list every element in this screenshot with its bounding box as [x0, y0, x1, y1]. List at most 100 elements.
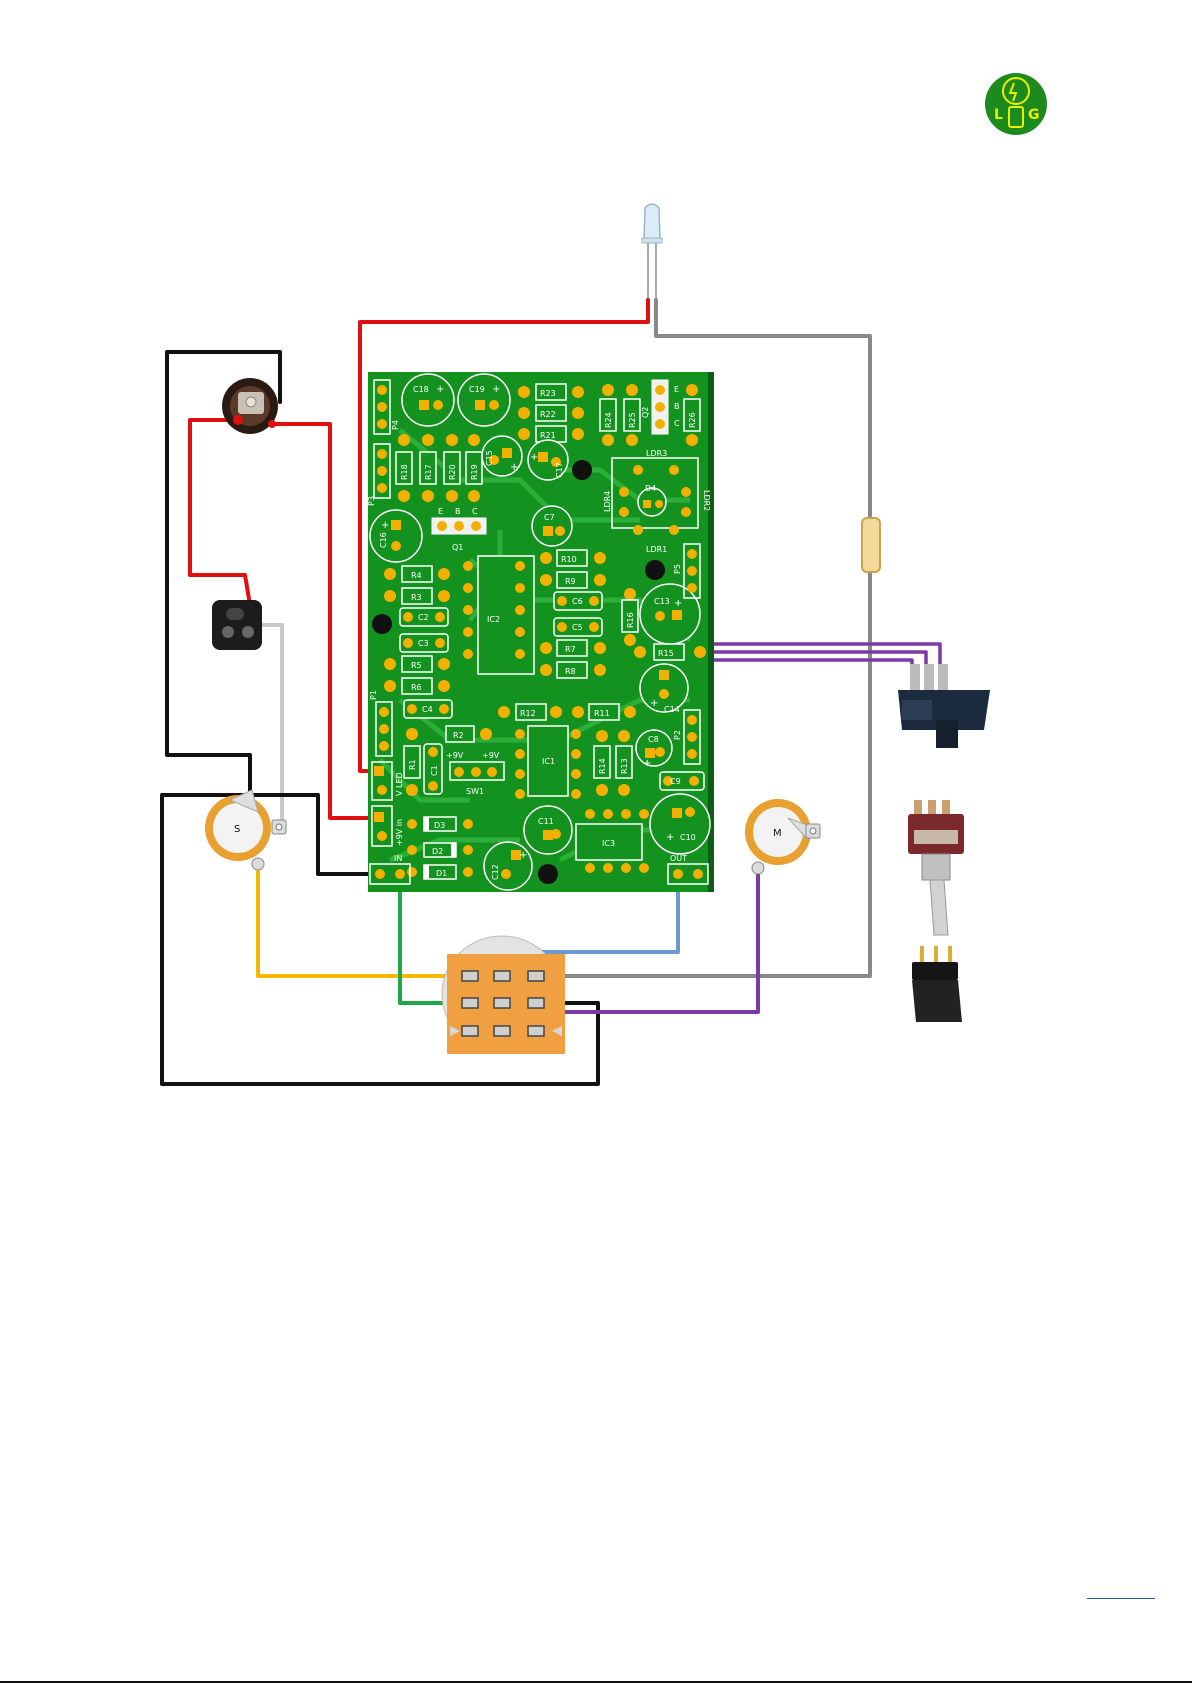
ldr-block: LDR3 LDR4 LDR2 LDR1: [603, 449, 711, 554]
resistor-r3: R3: [384, 587, 450, 605]
ecap-c9: C9: [659, 771, 705, 791]
svg-text:R22: R22: [540, 410, 556, 419]
svg-text:R14: R14: [598, 758, 607, 774]
svg-text:R16: R16: [626, 612, 635, 628]
svg-text:P2: P2: [673, 730, 682, 740]
resistor-r26: R26: [683, 384, 701, 446]
svg-text:C5: C5: [572, 623, 583, 632]
resistor-r2: R2: [406, 725, 492, 743]
ecap-c16: C16+: [369, 509, 423, 563]
svg-text:C18: C18: [413, 385, 429, 394]
svg-text:C4: C4: [422, 705, 433, 714]
svg-text:LDR1: LDR1: [646, 545, 667, 554]
resistor-r18: R18: [395, 434, 413, 502]
resistor-r25: R25: [623, 384, 641, 446]
diode-d3: D3: [407, 816, 473, 832]
ecap-c8: C8+: [635, 729, 673, 769]
svg-text:R10: R10: [561, 555, 577, 564]
svg-text:R23: R23: [540, 389, 556, 398]
svg-text:IC3: IC3: [602, 839, 615, 848]
cap-c4: C4: [403, 699, 453, 719]
cap-c2: C2: [399, 607, 449, 627]
svg-text:IN: IN: [394, 854, 402, 863]
svg-text:C7: C7: [544, 513, 555, 522]
svg-text:1: 1: [361, 485, 370, 490]
toggle-switch: [908, 800, 964, 936]
svg-text:R19: R19: [470, 464, 479, 480]
resistor-r9: R9: [540, 571, 606, 589]
output-jack-label: M: [773, 828, 782, 839]
pot-p2: P2: [673, 709, 701, 765]
svg-text:V LED: V LED: [395, 772, 404, 796]
pot-p5: P5: [673, 543, 701, 599]
resistor-r12: R12: [498, 703, 562, 721]
resistor-r5: R5: [384, 655, 450, 673]
svg-text:R25: R25: [628, 412, 637, 428]
svg-text:R9: R9: [565, 577, 576, 586]
io-pads: V LED +9V in IN OUT: [369, 761, 709, 885]
svg-text:R5: R5: [411, 661, 422, 670]
svg-text:C10: C10: [680, 833, 696, 842]
svg-text:R1: R1: [408, 759, 417, 770]
svg-text:C: C: [472, 507, 478, 516]
resistor-r19: R19: [465, 434, 483, 502]
logo-letter-g: G: [1028, 107, 1040, 123]
resistor-r10: R10: [540, 549, 606, 567]
svg-text:C16: C16: [379, 532, 388, 548]
svg-text:P1: P1: [369, 690, 378, 700]
led-resistor: [861, 517, 881, 573]
svg-text:+: +: [492, 384, 500, 395]
resistor-r8: R8: [540, 661, 606, 679]
svg-text:P4: P4: [391, 420, 400, 430]
svg-text:+: +: [674, 598, 682, 609]
svg-text:B: B: [674, 402, 680, 411]
resistor-r4: R4: [384, 565, 450, 583]
svg-text:C: C: [674, 419, 680, 428]
resistor-r21: R21: [518, 425, 584, 443]
svg-text:R18: R18: [400, 464, 409, 480]
ecap-c7: C7: [531, 505, 573, 547]
page-rule: [1087, 1598, 1155, 1599]
svg-text:D1: D1: [436, 869, 447, 878]
ecap-c15: C15+: [481, 435, 523, 477]
svg-text:C9: C9: [670, 777, 681, 786]
svg-text:LDR4: LDR4: [603, 491, 612, 512]
transistor-q2: E B C Q2: [641, 379, 680, 435]
input-jack-label: S: [234, 824, 240, 835]
ecap-c10: C10+: [649, 793, 711, 855]
resistor-r17: R17: [419, 434, 437, 502]
ecap-c18: C18+: [401, 373, 455, 427]
svg-text:Q1: Q1: [452, 543, 463, 552]
resistor-r13: R13: [615, 730, 633, 796]
resistor-r11: R11: [572, 703, 636, 721]
svg-text:R12: R12: [520, 709, 536, 718]
sw1-header: +9V +9V SW1: [446, 751, 505, 796]
svg-text:R20: R20: [448, 464, 457, 480]
svg-text:P3: P3: [367, 496, 376, 506]
transistor-q1: E B C Q1: [431, 507, 487, 552]
pot-p4: P4: [373, 379, 400, 435]
ecap-c12: C12+: [483, 841, 533, 891]
led: [641, 203, 663, 300]
svg-text:LDR2: LDR2: [702, 490, 711, 511]
svg-text:R4: R4: [411, 571, 422, 580]
svg-text:+9V: +9V: [482, 751, 500, 760]
svg-text:C13: C13: [654, 597, 670, 606]
battery-clip: [212, 600, 262, 650]
svg-text:R3: R3: [411, 593, 422, 602]
resistor-r16: R16: [621, 588, 639, 646]
ic1: IC1: [515, 725, 581, 799]
svg-text:D3: D3: [434, 821, 445, 830]
cap-c6: C6: [553, 591, 603, 611]
svg-text:C2: C2: [418, 613, 429, 622]
pin-header: [912, 946, 962, 1022]
svg-text:+: +: [530, 452, 538, 463]
cap-c3: C3: [399, 633, 449, 653]
ic3: IC3: [575, 809, 649, 873]
svg-text:C3: C3: [418, 639, 429, 648]
svg-text:R21: R21: [540, 431, 556, 440]
resistor-r6: R6: [384, 677, 450, 695]
svg-text:R7: R7: [565, 645, 576, 654]
